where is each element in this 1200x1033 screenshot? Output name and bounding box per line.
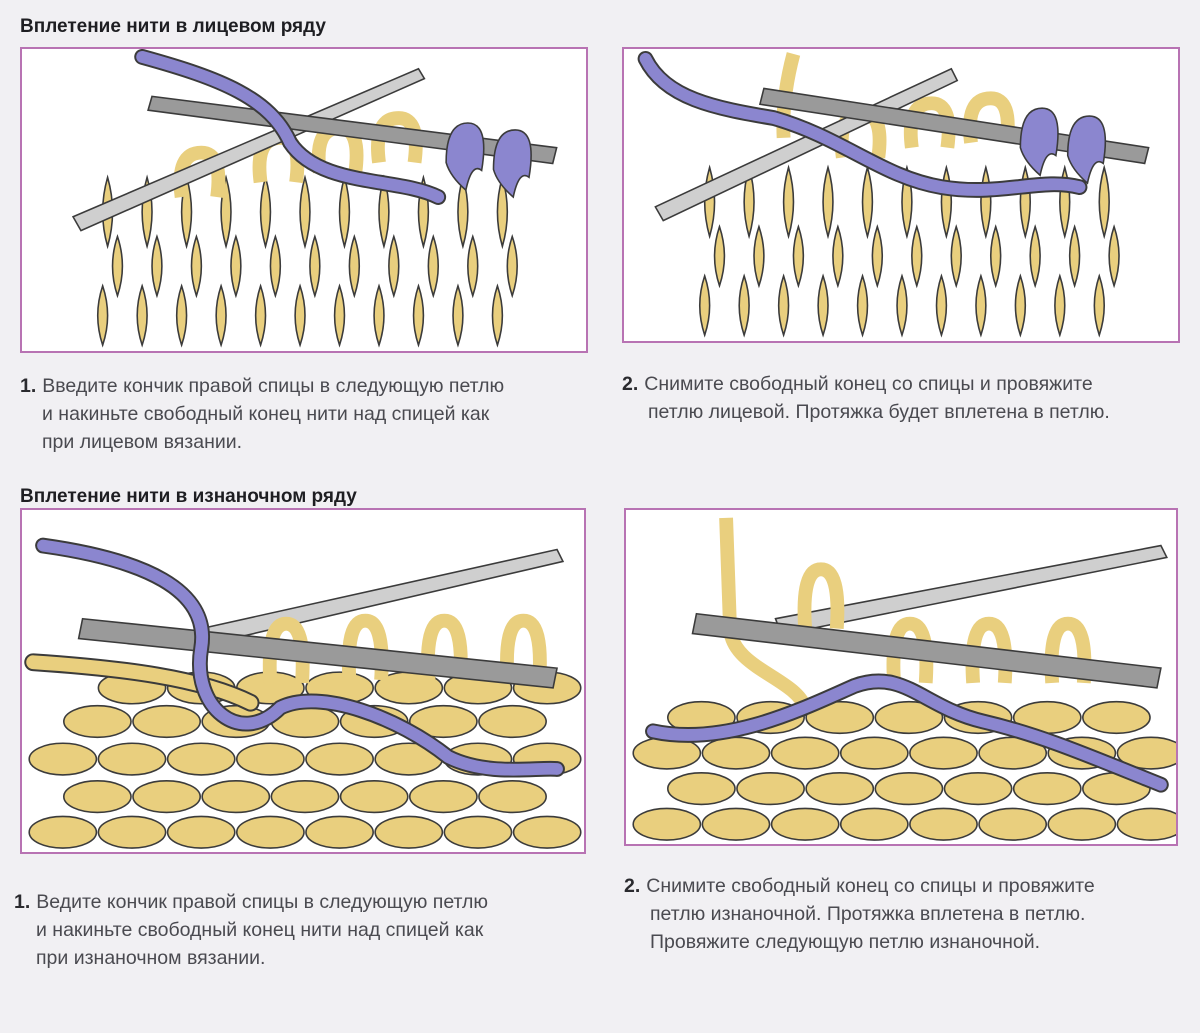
step-caption-purl-2: 2.Снимите свободный конец со спицы и про… (624, 872, 1194, 956)
caption-line: при изнаночном вязании. (36, 947, 266, 969)
step-number: 1. (20, 375, 37, 397)
section-title-purl-row: Вплетение нити в изнаночном ряду (20, 486, 357, 507)
caption-line: петлю изнаночной. Протяжка вплетена в пе… (650, 903, 1086, 925)
caption-line: Снимите свободный конец со спицы и провя… (644, 373, 1093, 395)
illustration-purl-step-2 (624, 508, 1178, 846)
caption-line: и накиньте свободный конец нити над спиц… (36, 919, 484, 941)
caption-line: Введите кончик правой спицы в следующую … (42, 375, 505, 397)
step-caption-knit-1: 1.Введите кончик правой спицы в следующу… (20, 372, 600, 456)
caption-line: Ведите кончик правой спицы в следующую п… (36, 891, 489, 913)
caption-line: Провяжите следующую петлю изнаночной. (650, 931, 1041, 953)
illustration-purl-step-1 (20, 508, 586, 854)
step-number: 1. (14, 891, 31, 913)
step-number: 2. (624, 875, 641, 897)
caption-line: Снимите свободный конец со спицы и провя… (646, 875, 1095, 897)
caption-line: при лицевом вязании. (42, 431, 243, 453)
step-caption-purl-1: 1.Ведите кончик правой спицы в следующую… (14, 888, 604, 972)
step-caption-knit-2: 2.Снимите свободный конец со спицы и про… (622, 370, 1192, 426)
section-title-knit-row: Вплетение нити в лицевом ряду (20, 16, 327, 37)
illustration-knit-step-1 (20, 47, 588, 353)
illustration-knit-step-2 (622, 47, 1180, 343)
caption-line: и накиньте свободный конец нити над спиц… (42, 403, 490, 425)
caption-line: петлю лицевой. Протяжка будет вплетена в… (648, 401, 1110, 423)
step-number: 2. (622, 373, 639, 395)
